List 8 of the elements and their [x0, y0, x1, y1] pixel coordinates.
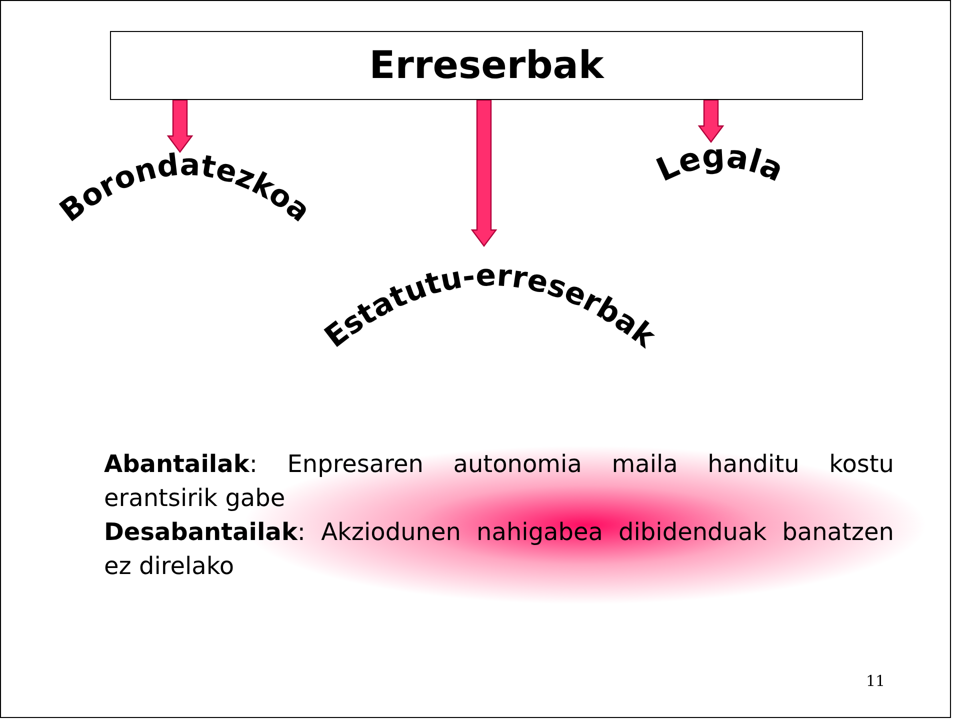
paragraph: Desabantailak: Akziodunen nahigabea dibidenduak banatzen ez direlako: [104, 517, 894, 582]
title-box: Erreserbak: [110, 31, 863, 100]
block-arrow: [470, 99, 498, 247]
block-arrow: [166, 99, 194, 153]
arched-text: Legala: [640, 122, 800, 202]
paragraph: Abantailak: Enpresaren autonomia maila handitu kostu erantsirik gabe: [104, 449, 894, 514]
page-number: 11: [866, 671, 886, 692]
block-arrow: [698, 99, 724, 143]
